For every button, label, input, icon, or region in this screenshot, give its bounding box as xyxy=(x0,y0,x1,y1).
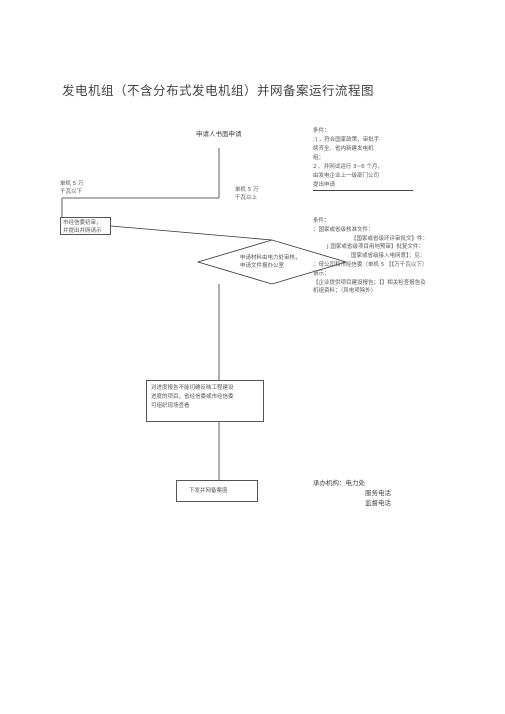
cond2-line: ：母公司和市经信委（单机 5 【【万千瓦以下） xyxy=(313,261,428,268)
grid-review-box: 市经信委初审， 并提出并网请示 xyxy=(60,217,111,235)
supervision-phone-label: 监督电话 xyxy=(365,499,391,507)
cond2-line: 【国家或省级环评审批文】件： xyxy=(351,235,429,242)
page-title: 发电机组（不含分布式发电机组）并网备案运行流程图 xyxy=(62,83,375,98)
cond1-line: 提出申请 xyxy=(313,182,336,188)
contact-info: 承办机构：电力处 服务电话 监督电话 xyxy=(313,478,391,508)
cond2-line: 【企业提供项目建设报告；【】相关检查报告及 xyxy=(313,279,426,286)
condition-block-1: 条件： :] ，符合国家政策，审批手 续齐全、省内新建发电机 组； 2 、并网试… xyxy=(313,127,413,191)
site-review-box: 对进度报告不能切确反映工程建设 进度的项目，省经信委或市经信委 可组织现场查看 xyxy=(146,380,264,422)
contact-org: 承办机构：电力处 xyxy=(313,479,365,487)
site-review-line2: 进度的项目，省经信委或市经信委 xyxy=(151,394,234,400)
grid-review-line1: 市经信委初审， xyxy=(63,220,102,226)
cond2-line: ：国家或省级核准文件： xyxy=(313,226,374,233)
cond1-line: 2 、并网试运行 3~6 个月， xyxy=(313,164,383,170)
right-branch-line1: 单机 5 万 xyxy=(235,187,259,193)
cond1-line: 条件： xyxy=(313,128,330,134)
final-box: 下发并网备案函 xyxy=(176,480,258,502)
cond2-line: J 国家或省级项目用地预审】批复文件： xyxy=(327,244,424,251)
review-diamond xyxy=(196,239,348,285)
diamond-line1: 申请材料由电力处审核， xyxy=(240,255,301,261)
cond2-line: 国家或省级接入电网意】；见： xyxy=(351,253,426,260)
cond2-line: 请示； xyxy=(313,270,330,277)
left-branch-label: 单机 5 万 千瓦以下 xyxy=(60,180,84,196)
diamond-text: 申请材料由电力处审核， 申请文件报办公室 xyxy=(240,254,301,270)
line-grid-to-diamond xyxy=(110,225,273,241)
site-review-line3: 可组织现场查看 xyxy=(151,403,190,409)
right-branch-line2: 千瓦以上 xyxy=(235,195,258,201)
cond2-line: 机组资料；（风电项除外） xyxy=(313,288,377,295)
right-branch-label: 单机 5 万 千瓦以上 xyxy=(235,186,259,202)
cond1-line: 由发电企业上一级部门公司 xyxy=(313,173,380,179)
grid-review-line2: 并提出并网请示 xyxy=(63,228,102,234)
left-branch-line1: 单机 5 万 xyxy=(60,181,84,187)
diamond-line2: 申请文件报办公室 xyxy=(240,263,285,269)
cond2-line: 条件： xyxy=(313,218,330,224)
cond1-line: 组； xyxy=(313,155,325,161)
cond1-line: :] ，符合国家政策，审批手 xyxy=(313,137,380,143)
service-phone-label: 服务电话 xyxy=(365,489,391,497)
site-review-line1: 对进度报告不能切确反映工程建设 xyxy=(151,385,234,391)
cond1-line: 续齐全、省内新建发电机 xyxy=(313,146,374,152)
left-branch-line2: 千瓦以下 xyxy=(60,189,83,195)
condition-block-2: 条件： ：国家或省级核准文件： 【国家或省级环评审批文】件： J 国家或省级项目… xyxy=(313,217,458,296)
step1-label: 申请人书面申请 xyxy=(196,130,242,138)
